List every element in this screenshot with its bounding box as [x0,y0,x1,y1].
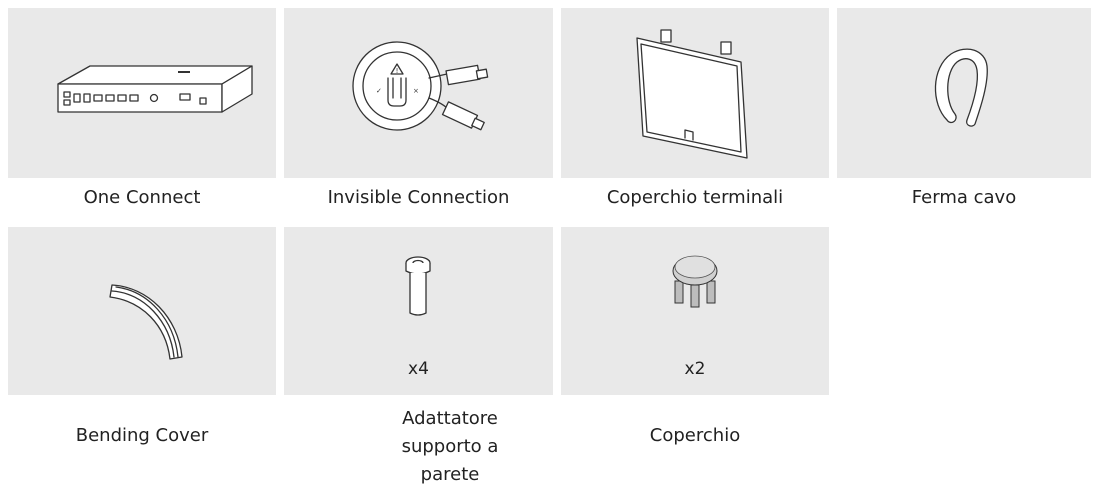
cable-holder-icon [934,48,988,127]
item-label: Coperchio terminali [606,187,784,208]
terminal-cover-icon [636,29,748,159]
item-tile-cable-holder [837,8,1091,178]
quantity-label: x2 [684,359,706,379]
cap-icon [672,255,718,308]
one-connect-box-icon [57,65,253,113]
item-label: Coperchio [649,425,741,446]
bending-cover-icon [109,284,183,360]
item-tile-terminal-cover [561,8,829,178]
svg-text:!: ! [396,67,399,75]
item-label: Adattatore supporto a parete [401,408,499,485]
svg-text:×: × [413,87,419,95]
item-label: Bending Cover [75,425,209,446]
svg-text:✓: ✓ [376,87,382,95]
wall-mount-adapter-icon [405,256,431,316]
item-tile-invisible-connection: ! ✓ × [284,8,553,178]
invisible-connection-cable-icon: ! ✓ × [352,41,489,131]
item-tile-one-connect [8,8,276,178]
quantity-label: x4 [408,359,429,379]
item-label: One Connect [83,187,201,208]
item-label: Invisible Connection [327,187,510,208]
item-tile-cap: x2 [561,227,829,395]
item-label: Ferma cavo [911,187,1017,208]
item-tile-wall-mount-adapter: x4 [284,227,553,395]
item-tile-bending-cover [8,227,276,395]
